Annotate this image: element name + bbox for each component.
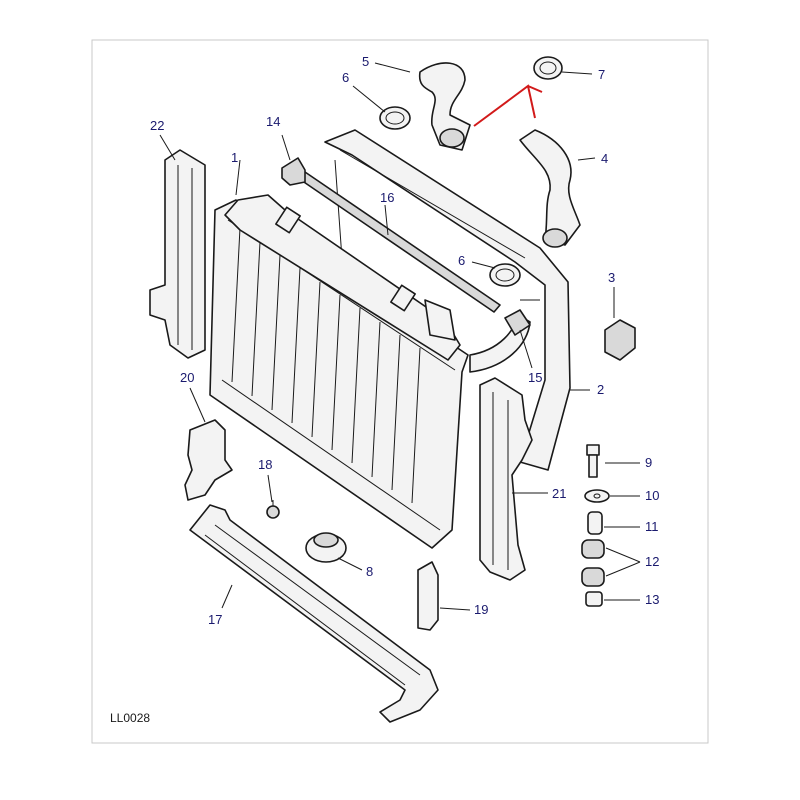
callout-17: 17 [208, 612, 222, 627]
callout-1: 1 [231, 150, 238, 165]
part-15-hose [469, 309, 531, 373]
callout-13: 13 [645, 592, 659, 607]
part-3-bracket [604, 319, 636, 361]
part-8-mounting-rubber [305, 532, 347, 563]
callout-5: 5 [362, 54, 369, 69]
callout-21: 21 [552, 486, 566, 501]
part-13-nut [585, 591, 603, 607]
part-11-spacer [587, 511, 603, 535]
callout-8: 8 [366, 564, 373, 579]
callout-10: 10 [645, 488, 659, 503]
part-22-side-cowl-left [149, 149, 206, 359]
part-4-lower-hose [519, 129, 581, 248]
callout-4: 4 [601, 151, 608, 166]
part-1-radiator [209, 194, 469, 549]
callout-14: 14 [266, 114, 280, 129]
part-18-fastener [266, 500, 280, 519]
part-12-mounting-bush-upper [581, 539, 605, 559]
callout-12: 12 [645, 554, 659, 569]
callout-18: 18 [258, 457, 272, 472]
part-21-side-cowl-right [479, 377, 533, 581]
part-5-upper-hose [418, 62, 471, 151]
callout-2: 2 [597, 382, 604, 397]
callout-7: 7 [598, 67, 605, 82]
part-2-cowl [324, 129, 571, 471]
part-6-hose-clip-lower [489, 263, 521, 287]
part-6-hose-clip-upper [379, 106, 411, 130]
callout-19: 19 [474, 602, 488, 617]
highlight-leader-2 [527, 85, 543, 93]
part-12-mounting-bush-lower [581, 567, 605, 587]
callout-16: 16 [380, 190, 394, 205]
callout-20: 20 [180, 370, 194, 385]
part-7-hose-clip [533, 56, 563, 80]
part-17-lower-cowl [189, 504, 439, 723]
callout-9: 9 [645, 455, 652, 470]
callout-3: 3 [608, 270, 615, 285]
part-10-washer [584, 489, 610, 503]
part-20-bracket-left [184, 419, 233, 501]
callout-6-upper: 6 [342, 70, 349, 85]
part-19-bracket-right [417, 561, 439, 631]
callout-6-lower: 6 [458, 253, 465, 268]
part-9-bolt [586, 444, 600, 478]
part-14-clip [281, 157, 306, 186]
callout-15: 15 [528, 370, 542, 385]
diagram-reference-code: LL0028 [110, 711, 150, 725]
callout-11: 11 [645, 519, 659, 534]
callout-22: 22 [150, 118, 164, 133]
leader-lines [159, 62, 641, 611]
